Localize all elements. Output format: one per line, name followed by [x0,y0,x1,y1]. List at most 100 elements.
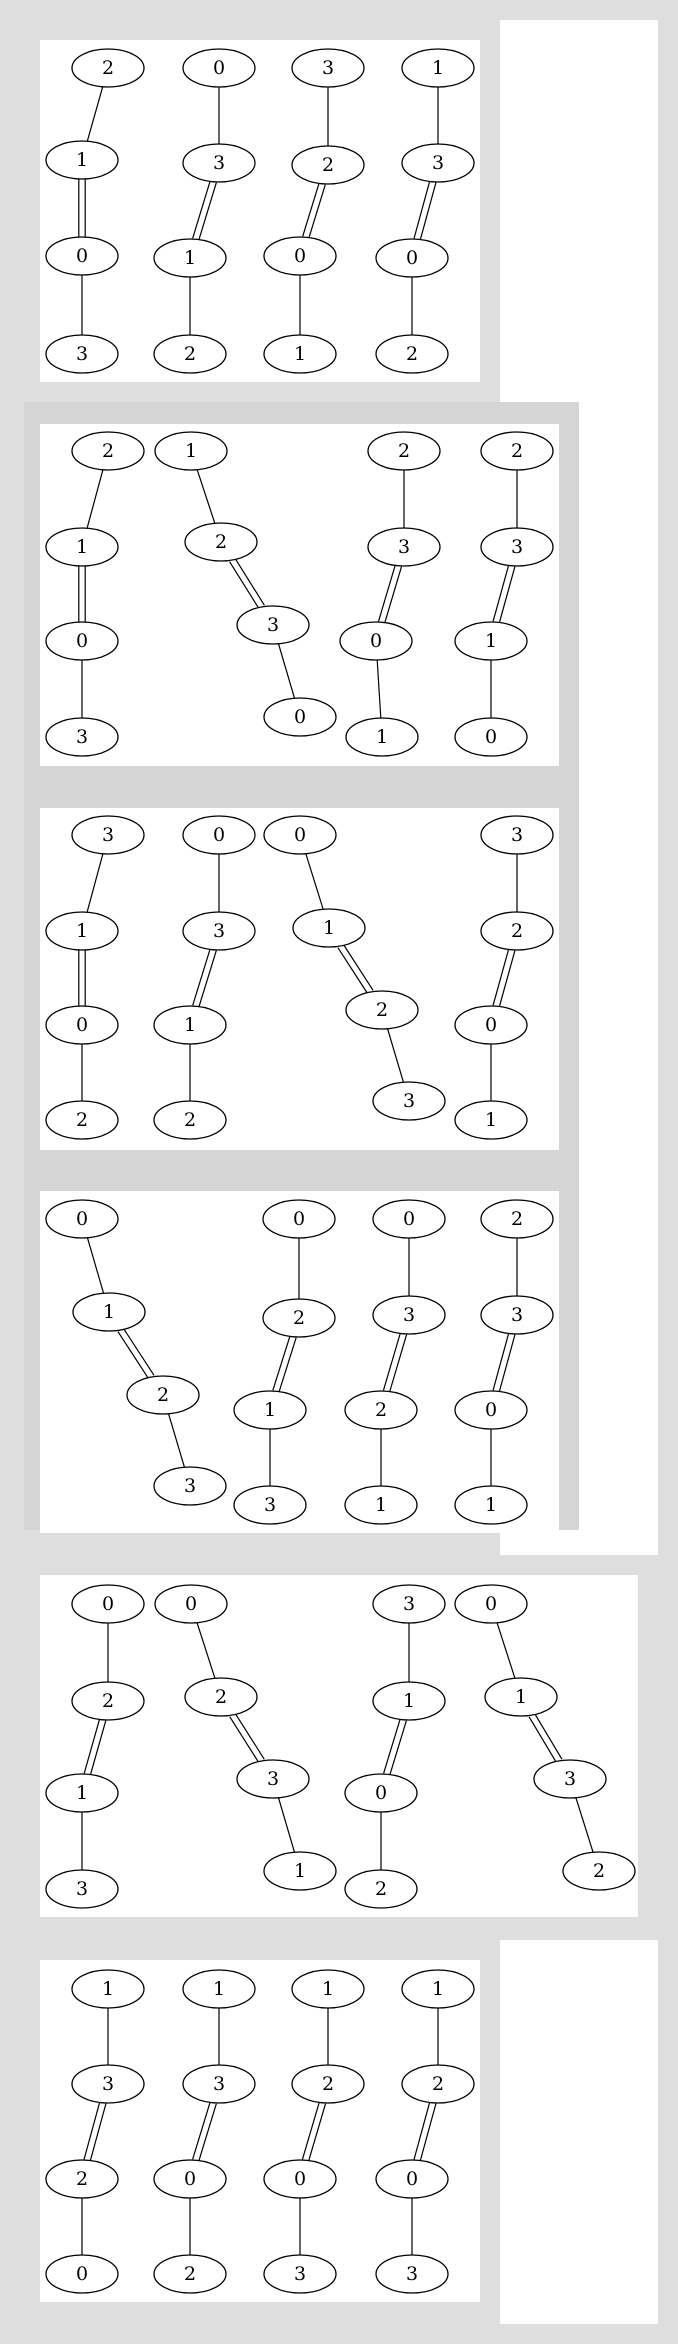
graph-node: 0 [45,621,119,661]
graph-node: 3 [45,334,119,374]
node-ellipse [45,334,119,374]
node-ellipse [480,527,554,567]
node-ellipse [454,717,528,757]
node-ellipse [263,236,337,276]
node-label: 3 [102,824,114,846]
node-label: 1 [76,149,88,171]
node-label: 0 [406,247,418,269]
node-ellipse [480,911,554,951]
double-edge-line [419,182,437,241]
graph-1-1: 2 1 0 3 [45,48,145,374]
node-ellipse [372,1681,446,1721]
double-edge-line [229,561,260,609]
double-edge-line [337,947,369,995]
node-label: 1 [294,1860,306,1882]
node-ellipse [184,522,258,562]
graph-node: 3 [263,2254,337,2294]
graph-node: 2 [401,2064,475,2104]
graph-node: 0 [263,815,337,855]
graph-node: 1 [345,717,419,757]
node-label: 3 [511,1304,523,1326]
graph-node: 3 [401,143,475,183]
graph-node: 1 [291,1969,365,2009]
double-edge-line [89,2103,107,2162]
panels: 2103031232011302210312302301231031020312… [40,40,638,2302]
graph-node: 0 [263,236,337,276]
node-ellipse [533,1759,607,1799]
node-ellipse [182,815,256,855]
node-label: 0 [406,2168,418,2190]
node-label: 1 [485,630,497,652]
graph-node: 2 [345,990,419,1030]
double-edge-line [192,2101,211,2160]
node-label: 2 [375,1399,387,1421]
double-edge-line [308,184,326,239]
node-ellipse [45,140,119,180]
graph-node: 2 [153,334,227,374]
graph-node: 3 [233,1485,307,1525]
node-ellipse [126,1375,200,1415]
graph-node: 1 [401,48,475,88]
double-edge-line [302,182,320,237]
node-ellipse [454,1100,528,1140]
node-ellipse [45,1869,119,1909]
graph-node: 1 [72,1292,146,1332]
node-ellipse [344,1485,418,1525]
node-ellipse [233,1485,307,1525]
graph-node: 2 [71,48,145,88]
node-label: 1 [376,726,388,748]
node-label: 0 [185,1593,197,1615]
double-edge-line [419,2103,437,2162]
node-label: 1 [323,917,335,939]
node-label: 1 [213,1978,225,2000]
node-ellipse [236,605,310,645]
node-label: 0 [184,2168,196,2190]
graph-node: 1 [71,1969,145,2009]
node-ellipse [454,1390,528,1430]
node-ellipse [153,1100,227,1140]
node-label: 2 [76,2168,88,2190]
double-edge-line [528,1716,557,1763]
graph-node: 0 [454,1390,528,1430]
node-ellipse [182,2064,256,2104]
node-label: 3 [432,152,444,174]
node-label: 1 [375,1494,387,1516]
node-label: 2 [102,57,114,79]
node-ellipse [45,2254,119,2294]
graph-node: 2 [71,1681,145,1721]
node-label: 3 [511,824,523,846]
node-ellipse [372,1081,446,1121]
node-label: 0 [375,1782,387,1804]
node-ellipse [263,1851,337,1891]
node-ellipse [454,621,528,661]
graph-node: 2 [184,522,258,562]
graph-node: 2 [562,1851,636,1891]
node-ellipse [367,527,441,567]
edge-line [196,469,216,524]
node-label: 3 [564,1768,576,1790]
graph-node: 3 [182,911,256,951]
node-label: 1 [76,1782,88,1804]
node-label: 2 [215,1686,227,1708]
graph-node: 2 [71,431,145,471]
node-label: 1 [184,247,196,269]
graph-node: 3 [480,1295,554,1335]
double-edge-line [384,566,403,624]
node-label: 0 [213,57,225,79]
node-label: 0 [76,245,88,267]
node-label: 1 [485,1109,497,1131]
double-edge-line [492,564,510,622]
double-edge-line [198,2103,217,2162]
node-label: 3 [213,2073,225,2095]
node-ellipse [184,1677,258,1717]
node-label: 0 [485,1014,497,1036]
double-edge-line [498,1334,516,1393]
graph-node: 0 [339,621,413,661]
